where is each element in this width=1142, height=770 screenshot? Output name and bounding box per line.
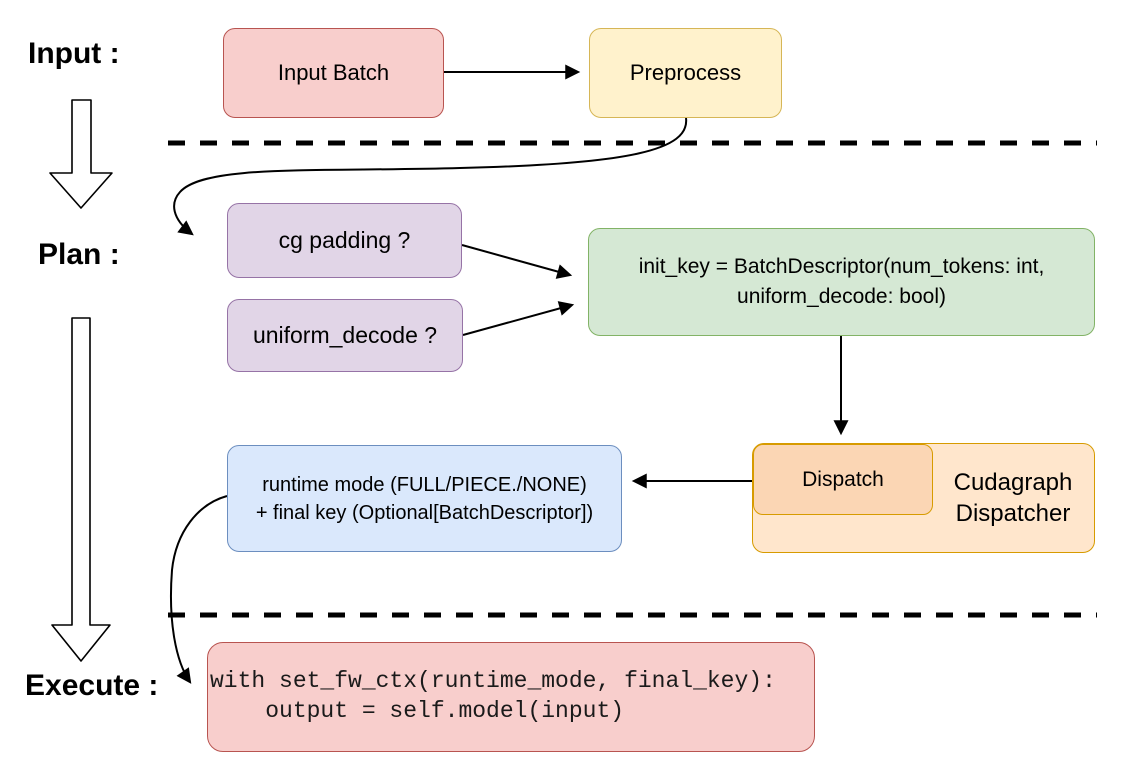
node-init-key: init_key = BatchDescriptor(num_tokens: i… — [588, 228, 1095, 336]
node-preprocess: Preprocess — [589, 28, 782, 118]
node-preprocess-label: Preprocess — [629, 60, 742, 86]
node-dispatch-label: Dispatch — [802, 467, 884, 491]
node-execute-code: with set_fw_ctx(runtime_mode, final_key)… — [207, 642, 815, 752]
node-uniform-decode: uniform_decode ? — [227, 299, 463, 372]
node-cudagraph-line2: Dispatcher — [955, 500, 1071, 527]
node-init-key-line2: uniform_decode: bool) — [737, 285, 946, 308]
stage-arrow-input-to-plan — [49, 99, 113, 209]
node-input-batch: Input Batch — [223, 28, 444, 118]
node-input-batch-label: Input Batch — [277, 60, 390, 86]
node-cg-padding-label: cg padding ? — [278, 227, 411, 254]
node-cg-padding: cg padding ? — [227, 203, 462, 278]
node-cudagraph-line1: Cudagraph — [953, 468, 1073, 496]
node-runtime-line2: + final key (Optional[BatchDescriptor]) — [255, 501, 594, 524]
stage-label-input: Input : — [28, 37, 120, 70]
node-runtime-mode: runtime mode (FULL/PIECE./NONE) + final … — [227, 445, 622, 552]
node-dispatch: Dispatch — [753, 444, 933, 515]
node-init-key-line1: init_key = BatchDescriptor(num_tokens: i… — [638, 255, 1045, 279]
arrow-preprocess-to-cg-padding — [173, 117, 688, 236]
arrow-cg-padding-to-init-key — [461, 244, 573, 279]
execute-code-line1: with set_fw_ctx(runtime_mode, final_key)… — [210, 668, 776, 695]
stage-arrow-plan-to-execute — [51, 317, 111, 662]
node-uniform-decode-label: uniform_decode ? — [252, 322, 438, 349]
stage-label-plan: Plan : — [38, 238, 120, 271]
arrow-uniform-decode-to-init-key — [462, 301, 575, 336]
node-cudagraph-dispatcher-text: Cudagraph Dispatcher — [932, 467, 1094, 529]
arrow-runtime-mode-to-execute-code — [169, 495, 228, 684]
node-runtime-line1: runtime mode (FULL/PIECE./NONE) — [262, 473, 587, 496]
execute-code-line2: output = self.model(input) — [210, 698, 625, 724]
stage-label-execute: Execute : — [25, 669, 159, 702]
